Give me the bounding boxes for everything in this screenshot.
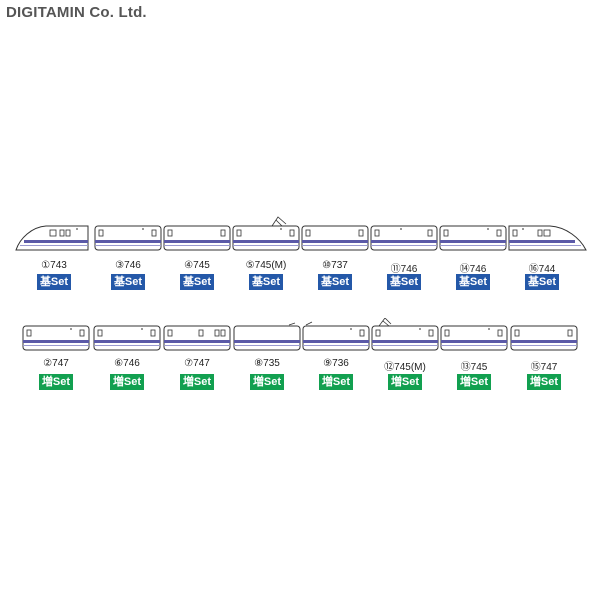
car-label: ④745 xyxy=(184,260,210,271)
basic-car: ⑯744 基Set xyxy=(508,212,587,298)
car-label: ⑬745 xyxy=(460,362,488,373)
car-label: ⑧735 xyxy=(254,358,280,369)
additional-set-badge: 増Set xyxy=(39,374,73,390)
car-head-left-illustration xyxy=(15,225,89,251)
additional-set-badge: 増Set xyxy=(457,374,491,390)
car-label: ⑭746 xyxy=(459,264,487,275)
car-label: ③746 xyxy=(115,260,141,271)
car-label: ①743 xyxy=(41,260,67,271)
basic-car: ③746 基Set xyxy=(94,212,162,298)
additional-car: ⑦747 増Set xyxy=(163,318,231,404)
basic-set-badge: 基Set xyxy=(525,274,559,290)
additional-car: ⑬745 増Set xyxy=(440,318,508,404)
car-middle-illustration xyxy=(94,225,162,251)
car-middle-illustration xyxy=(302,321,370,351)
additional-car: ②747 増Set xyxy=(22,318,90,404)
car-label: ⑫745(M) xyxy=(384,362,426,373)
basic-car: ⑪746 基Set xyxy=(370,212,438,298)
car-middle-illustration xyxy=(510,325,578,351)
basic-set-badge: 基Set xyxy=(456,274,490,290)
additional-set-badge: 増Set xyxy=(527,374,561,390)
car-middle-illustration xyxy=(93,325,161,351)
car-label: ⑩737 xyxy=(322,260,348,271)
basic-set-badge: 基Set xyxy=(249,274,283,290)
car-label: ⑤745(M) xyxy=(245,260,287,271)
additional-car: ⑧735 増Set xyxy=(233,318,301,404)
car-label: ⑦747 xyxy=(184,358,210,369)
car-label: ⑥746 xyxy=(114,358,140,369)
car-middle-illustration xyxy=(370,225,438,251)
additional-car: ⑫745(M) 増Set xyxy=(371,318,439,404)
basic-car: ⑭746 基Set xyxy=(439,212,507,298)
car-pantograph-illustration xyxy=(371,318,439,351)
additional-set-badge: 増Set xyxy=(250,374,284,390)
car-label: ②747 xyxy=(43,358,69,369)
car-middle-illustration xyxy=(163,325,231,351)
car-middle-illustration xyxy=(301,225,369,251)
basic-set-badge: 基Set xyxy=(37,274,71,290)
additional-car: ⑥746 増Set xyxy=(93,318,161,404)
car-middle-illustration xyxy=(233,322,301,351)
car-middle-illustration xyxy=(439,225,507,251)
car-head-right-illustration xyxy=(508,225,587,251)
car-label: ⑪746 xyxy=(390,264,418,275)
additional-set-badge: 増Set xyxy=(110,374,144,390)
car-pantograph-illustration xyxy=(232,216,300,251)
basic-set-badge: 基Set xyxy=(180,274,214,290)
car-middle-illustration xyxy=(440,325,508,351)
basic-car: ⑤745(M) 基Set xyxy=(232,212,300,298)
additional-car: ⑮747 増Set xyxy=(510,318,578,404)
additional-set-badge: 増Set xyxy=(180,374,214,390)
car-middle-illustration xyxy=(163,225,231,251)
basic-car: ①743 基Set xyxy=(14,212,89,298)
additional-set-badge: 増Set xyxy=(388,374,422,390)
basic-set-badge: 基Set xyxy=(318,274,352,290)
car-label: ⑮747 xyxy=(530,362,558,373)
car-middle-illustration xyxy=(22,325,90,351)
additional-set-badge: 増Set xyxy=(319,374,353,390)
company-watermark: DIGITAMIN Co. Ltd. xyxy=(6,4,147,21)
basic-car: ④745 基Set xyxy=(163,212,231,298)
additional-car: ⑨736 増Set xyxy=(302,318,370,404)
basic-set-badge: 基Set xyxy=(387,274,421,290)
basic-car: ⑩737 基Set xyxy=(301,212,369,298)
basic-set-badge: 基Set xyxy=(111,274,145,290)
car-label: ⑯744 xyxy=(528,264,556,275)
car-label: ⑨736 xyxy=(323,358,349,369)
